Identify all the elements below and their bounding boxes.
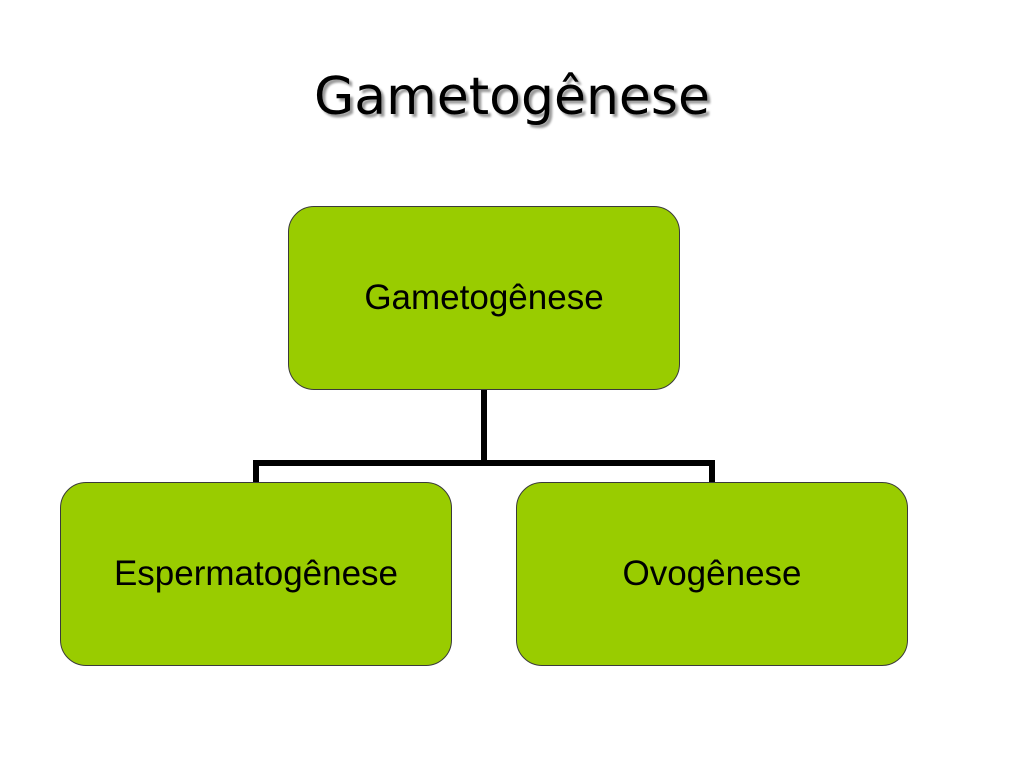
slide-title: Gametogênese: [313, 67, 711, 127]
node-label: Espermatogênese: [113, 554, 399, 593]
node-espermatogenese: Espermatogênese: [60, 482, 452, 666]
node-label: Ovogênese: [622, 554, 802, 593]
node-ovogenese: Ovogênese: [516, 482, 908, 666]
node-gametogenese: Gametogênese: [288, 206, 680, 390]
node-label: Gametogênese: [364, 278, 604, 317]
